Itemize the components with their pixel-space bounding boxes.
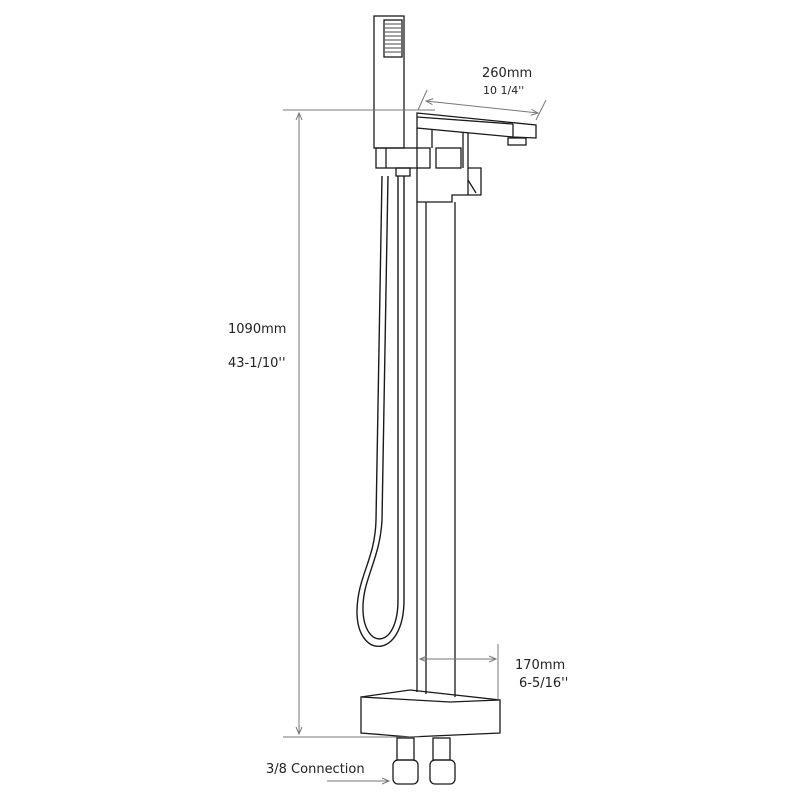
spout	[416, 112, 537, 146]
spout-length-imperial: 10 1/4''	[483, 84, 525, 97]
base-offset-metric: 170mm	[515, 658, 566, 673]
column	[416, 202, 456, 697]
hand-shower	[373, 15, 405, 149]
base-offset-imperial: 6-5/16''	[519, 676, 569, 691]
spout-length-metric: 260mm	[482, 66, 533, 81]
connectors	[392, 737, 456, 785]
height-metric: 1090mm	[228, 322, 287, 337]
connection-label: 3/8 Connection	[266, 762, 365, 777]
valve-body	[416, 128, 482, 203]
base	[360, 689, 501, 738]
shower-hose	[356, 175, 405, 647]
height-imperial: 43-1/10''	[228, 356, 286, 371]
shower-holder	[375, 147, 431, 177]
dimension-lines	[283, 89, 547, 781]
